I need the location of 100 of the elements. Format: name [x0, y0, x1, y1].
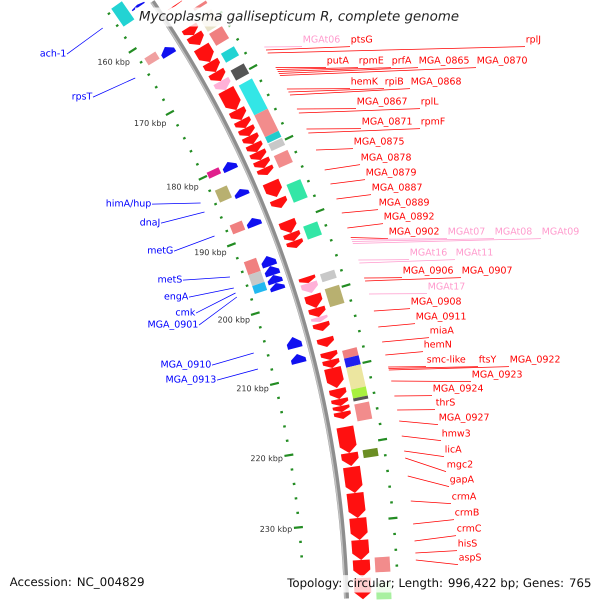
- leader-line: [351, 238, 448, 240]
- leader-line: [336, 194, 372, 200]
- gene-label: MGA_0865: [420, 56, 469, 66]
- gene-label: hemK: [352, 77, 378, 85]
- gene-label: crmA: [452, 492, 476, 500]
- gene-label: MGA_0889: [380, 198, 429, 208]
- gene-label: gapA: [450, 476, 474, 484]
- leader-line: [404, 450, 444, 457]
- gene-label: MGA_0927: [440, 413, 489, 423]
- leader-line: [388, 366, 478, 369]
- gene-label: hmw3: [442, 429, 470, 437]
- leader-line: [66, 28, 104, 54]
- gene-label: MGA_0922: [510, 355, 560, 365]
- gene-label: MGA_0871: [362, 117, 412, 127]
- gene-label: MGAt09: [542, 227, 579, 235]
- gene-label: MGA_0910: [161, 360, 211, 370]
- gene-label: MGAt07: [448, 227, 484, 235]
- gene-label: rpiB: [386, 77, 404, 86]
- leader-line: [267, 46, 526, 54]
- leader-line: [364, 277, 402, 278]
- gene-label: MGA_0923: [472, 370, 522, 380]
- leader-line: [390, 380, 472, 382]
- gene-label: MGA_0902: [390, 227, 439, 237]
- leader-line: [264, 46, 302, 48]
- gene-label: licA: [446, 445, 462, 453]
- leader-line: [212, 352, 254, 366]
- gene-label: miaA: [430, 326, 454, 334]
- gene-label: MGAt06: [304, 35, 340, 43]
- leader-line: [382, 337, 430, 342]
- gene-label: smc-like: [427, 355, 466, 363]
- leader-line: [341, 209, 378, 214]
- gene-label: prfA: [392, 56, 412, 66]
- gene-label: dnaJ: [140, 218, 160, 228]
- gene-label: MGA_0901: [148, 320, 198, 330]
- leader-line: [394, 395, 432, 396]
- gene-label: MGA_0924: [434, 384, 483, 394]
- gene-label: MGA_0878: [362, 153, 411, 163]
- footer-text: Topology: circular; Length: 996,422 bp; Genes: 765: [284, 575, 594, 592]
- leader-line: [407, 476, 450, 487]
- leader-line: [388, 366, 426, 368]
- gene-label: metG: [148, 246, 173, 254]
- leader-line: [266, 46, 350, 50]
- gene-label: thrS: [436, 398, 455, 406]
- leader-line: [388, 366, 510, 370]
- leader-line: [404, 458, 446, 472]
- leader-line: [415, 550, 458, 554]
- gene-label: MGA_0868: [412, 77, 461, 87]
- title: Mycoplasma gallisepticum R, complete genome: [135, 8, 463, 26]
- gene-label: MGA_0911: [416, 312, 466, 322]
- leader-line: [152, 202, 201, 204]
- leader-line: [352, 238, 542, 244]
- gene-label: hemN: [424, 340, 451, 348]
- leader-line: [188, 288, 234, 298]
- leader-line: [286, 88, 350, 90]
- leader-line: [308, 128, 420, 134]
- gene-label: MGAt11: [456, 248, 492, 256]
- leader-line: [412, 519, 454, 524]
- gene-label: putA: [328, 56, 349, 66]
- gene-label: ach-1: [40, 49, 66, 57]
- gene-label: MGA_0875: [354, 137, 404, 147]
- gene-label: aspS: [459, 553, 481, 562]
- leader-line: [290, 88, 410, 96]
- gene-label: MGA_0907: [462, 266, 512, 276]
- gene-label: metS: [158, 275, 182, 283]
- leader-line: [374, 308, 410, 312]
- gene-label: cmk: [176, 308, 196, 316]
- gene-label: crmB: [455, 508, 479, 516]
- gene-label: rpmF: [422, 118, 445, 126]
- gene-label: MGA_0892: [384, 212, 434, 222]
- leader-line: [410, 500, 452, 504]
- leader-line: [384, 351, 424, 356]
- leader-line: [368, 293, 428, 294]
- leader-line: [216, 368, 258, 380]
- leader-line: [396, 409, 436, 410]
- leader-line: [160, 212, 205, 224]
- gene-label: himA/hup: [106, 199, 151, 208]
- gene-label: MGA_0879: [366, 168, 416, 178]
- leader-line: [414, 535, 456, 542]
- leader-line: [174, 236, 215, 252]
- gene-label: MGAt17: [428, 282, 464, 290]
- gene-label: MGA_0908: [412, 297, 461, 307]
- gene-label: mgc2: [448, 460, 472, 470]
- leader-line: [198, 296, 238, 326]
- leader-line: [316, 148, 354, 150]
- gene-label: MGA_0870: [478, 56, 527, 66]
- leader-line: [352, 238, 494, 242]
- leader-line: [182, 276, 230, 280]
- leader-line: [358, 259, 456, 264]
- leader-line: [378, 323, 416, 328]
- gene-label: rpmE: [360, 56, 384, 66]
- gene-label: rpsT: [72, 92, 92, 102]
- leader-line: [196, 292, 236, 314]
- gene-label: MGA_0867: [358, 97, 407, 107]
- gene-label: crmC: [457, 524, 481, 532]
- leader-line: [275, 67, 326, 68]
- leader-line: [288, 88, 384, 92]
- leader-line: [330, 179, 366, 184]
- gene-label: ftsY: [478, 355, 496, 363]
- leader-line: [92, 78, 136, 98]
- leader-line: [324, 164, 360, 170]
